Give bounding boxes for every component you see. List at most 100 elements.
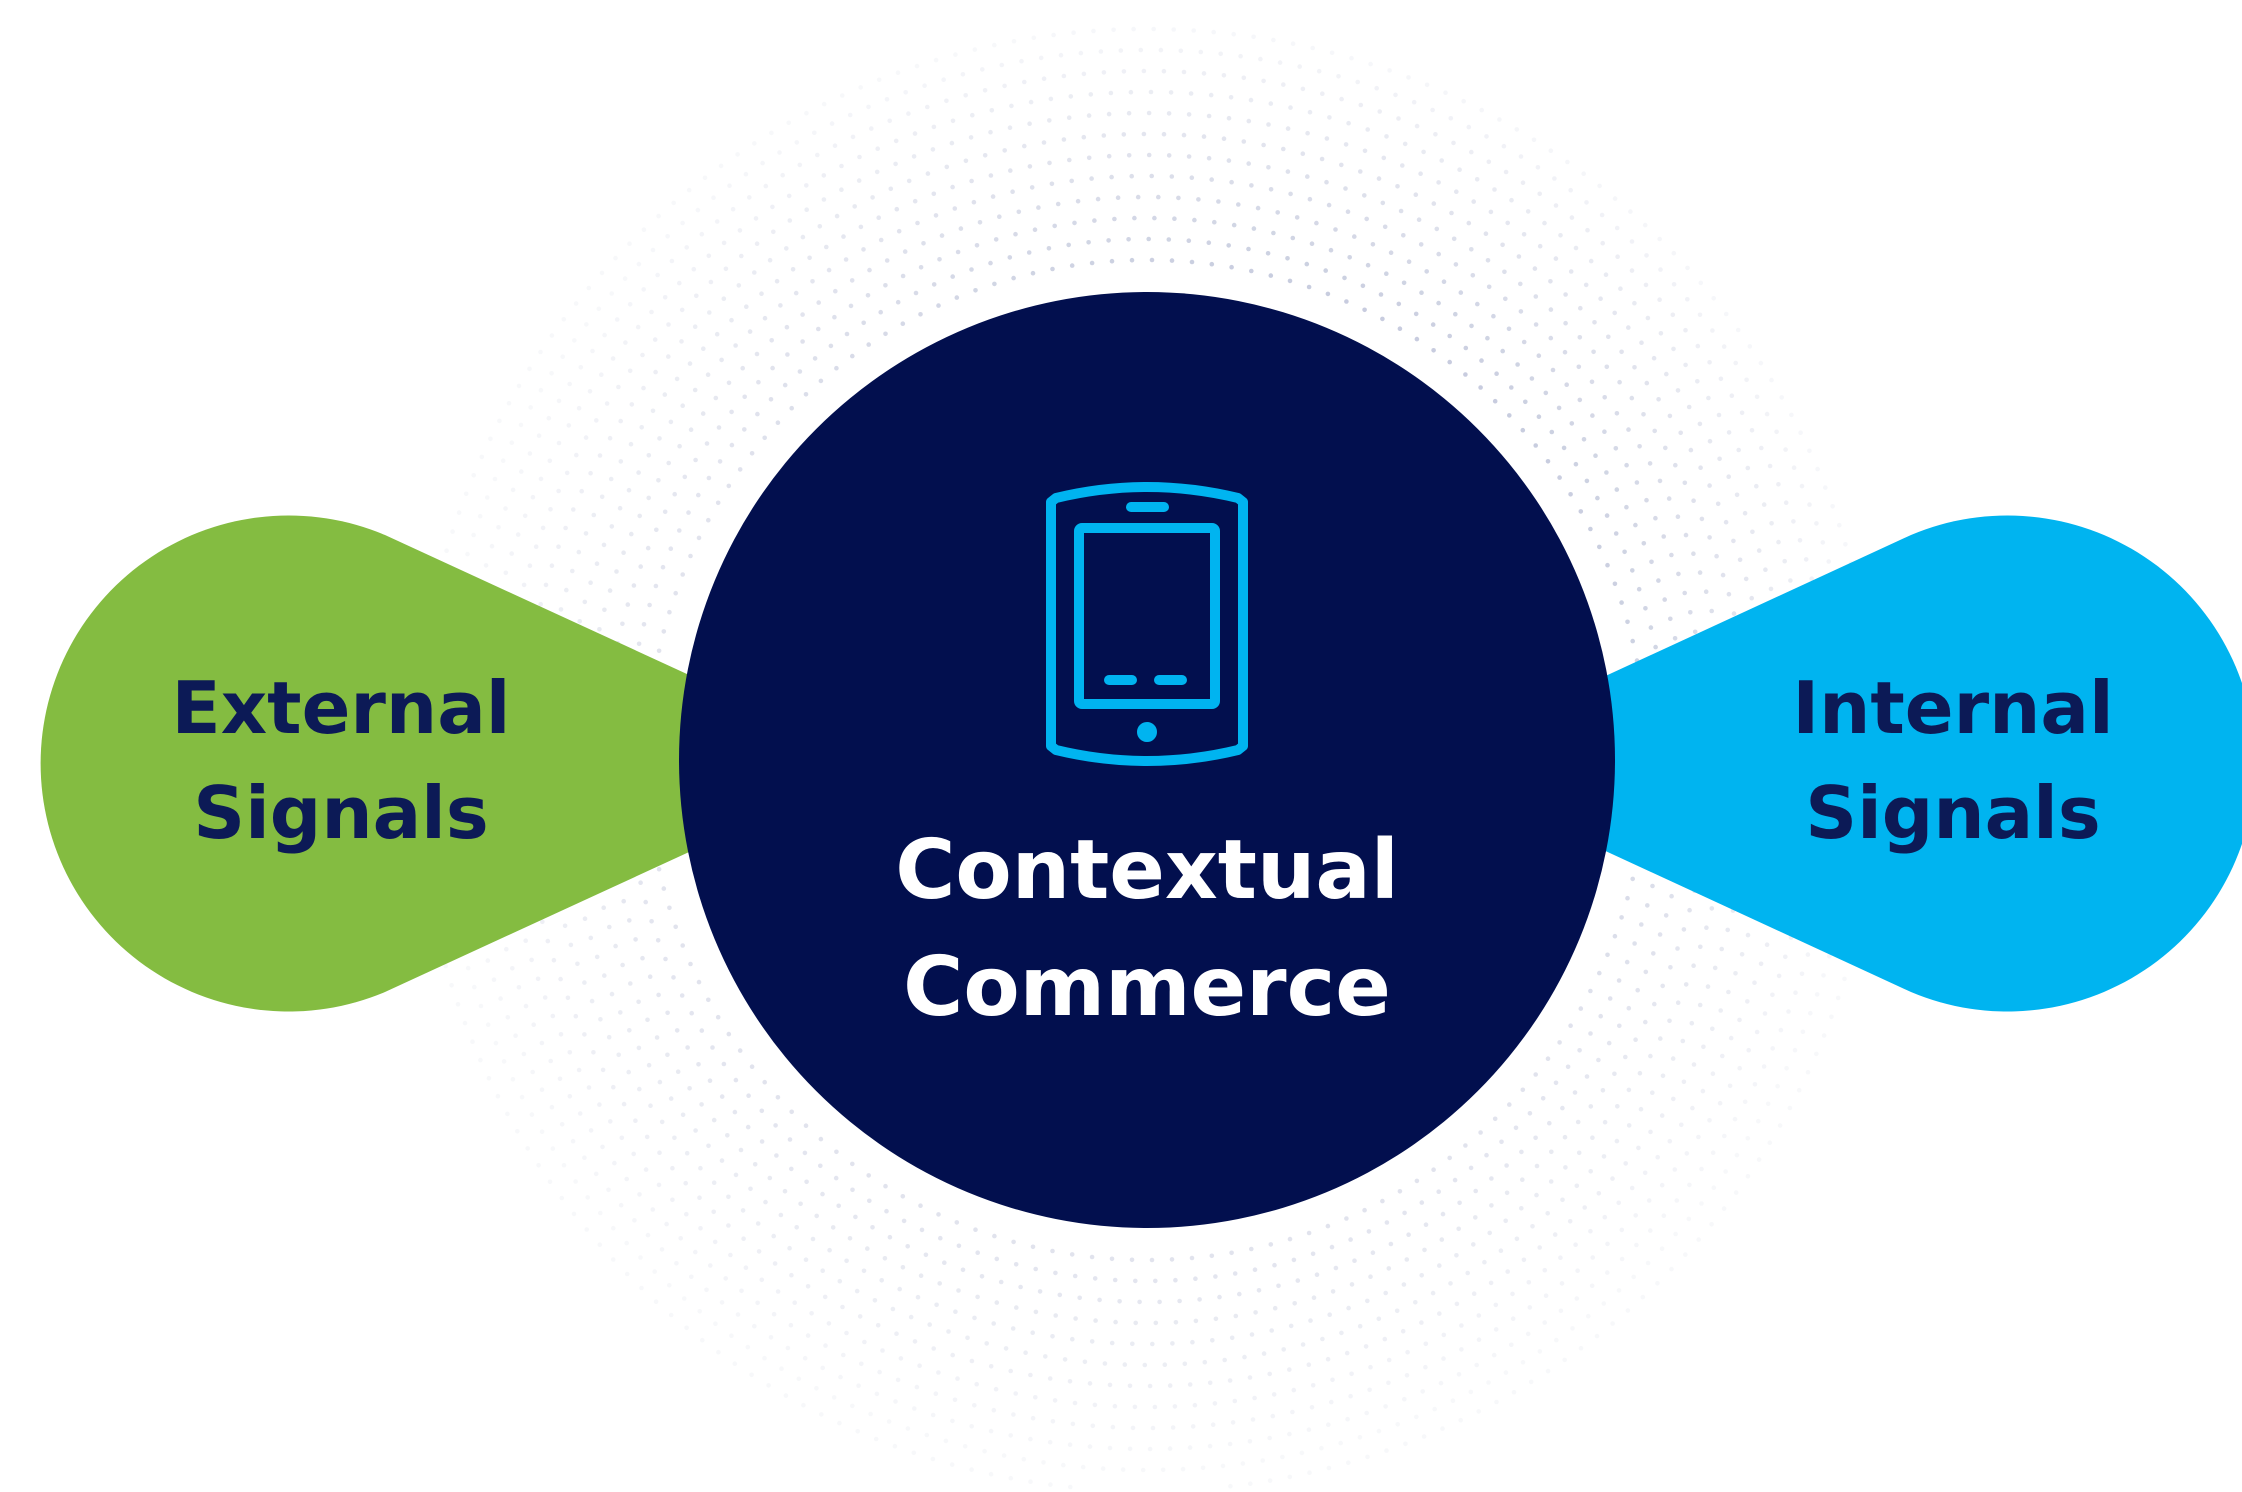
halo-dot <box>636 1045 642 1051</box>
halo-dot <box>1201 134 1207 139</box>
halo-dot <box>627 241 632 246</box>
halo-dot <box>682 474 688 480</box>
halo-dot <box>1723 1169 1728 1174</box>
halo-dot <box>1349 1371 1354 1377</box>
halo-dot <box>622 276 628 281</box>
halo-dot <box>536 433 542 439</box>
halo-dot <box>613 255 618 261</box>
halo-dot <box>1500 348 1505 354</box>
halo-dot <box>576 549 582 555</box>
halo-dot <box>1815 466 1820 472</box>
halo-dot <box>1249 1332 1255 1337</box>
halo-dot <box>698 1165 703 1171</box>
halo-dot <box>1300 86 1306 92</box>
halo-dot <box>1109 1256 1115 1262</box>
halo-dot <box>1294 215 1300 220</box>
halo-dot <box>1368 1274 1373 1279</box>
halo-dot <box>1187 1382 1193 1387</box>
halo-dot <box>1466 220 1472 226</box>
halo-dot <box>997 214 1002 219</box>
halo-dot <box>914 1384 920 1390</box>
halo-dot <box>1776 973 1782 979</box>
halo-dot <box>759 1139 765 1144</box>
halo-dot <box>558 1032 564 1037</box>
halo-dot <box>1640 1294 1646 1300</box>
halo-dot <box>1735 327 1741 333</box>
halo-dot <box>1568 1023 1573 1028</box>
halo-dot <box>1798 430 1803 436</box>
halo-dot <box>1629 239 1635 244</box>
halo-dot <box>1615 254 1620 259</box>
halo-dot <box>1068 94 1074 99</box>
halo-dot <box>571 1211 577 1217</box>
halo-dot <box>726 1223 731 1228</box>
halo-dot <box>749 1064 755 1069</box>
halo-dot <box>918 1273 924 1278</box>
halo-dot <box>1324 136 1330 141</box>
halo-dot <box>712 1239 718 1245</box>
halo-dot <box>1089 1254 1095 1260</box>
halo-dot <box>744 304 749 310</box>
halo-dot <box>1072 220 1077 226</box>
halo-dot <box>1699 1166 1704 1172</box>
halo-dot <box>950 274 955 279</box>
halo-dot <box>1336 74 1341 79</box>
halo-dot <box>1414 336 1420 342</box>
halo-dot <box>542 995 548 1000</box>
halo-dot <box>611 1225 616 1231</box>
halo-dot <box>1695 379 1700 384</box>
halo-dot <box>543 582 549 588</box>
halo-dot <box>1092 1276 1098 1281</box>
halo-dot <box>1727 1083 1733 1089</box>
halo-dot <box>1687 1182 1692 1188</box>
halo-dot <box>1725 927 1730 933</box>
halo-dot <box>1007 125 1013 130</box>
halo-dot <box>1374 85 1379 91</box>
halo-dot <box>1101 133 1107 138</box>
halo-dot <box>1022 143 1027 149</box>
halo-dot <box>723 1276 728 1281</box>
halo-dot <box>1295 1278 1301 1283</box>
halo-dot <box>602 607 607 613</box>
halo-dot <box>1576 364 1582 370</box>
halo-dot <box>1131 26 1136 32</box>
halo-dot <box>1453 311 1458 317</box>
halo-dot <box>1082 1359 1088 1365</box>
halo-dot <box>805 1333 811 1338</box>
halo-dot <box>1133 1278 1138 1284</box>
halo-dot <box>549 371 554 376</box>
internal-signals-node <box>1509 515 2242 1012</box>
halo-dot <box>1835 995 1841 1001</box>
halo-dot <box>1750 529 1755 535</box>
halo-dot <box>820 1268 825 1273</box>
halo-dot <box>918 312 923 317</box>
halo-dot <box>1530 1224 1535 1229</box>
halo-dot <box>787 218 793 223</box>
halo-dot <box>1365 262 1371 268</box>
halo-dot <box>1211 29 1216 35</box>
halo-dot <box>1588 1228 1593 1234</box>
halo-dot <box>918 265 924 270</box>
halo-dot <box>912 1339 918 1344</box>
halo-dot <box>540 919 545 925</box>
halo-dot <box>1011 38 1017 44</box>
halo-dot <box>611 1257 616 1262</box>
halo-dot <box>1745 465 1751 471</box>
halo-dot <box>1476 1337 1482 1342</box>
halo-dot <box>762 435 767 441</box>
halo-dot <box>1448 116 1454 121</box>
halo-dot <box>839 163 844 169</box>
halo-dot <box>1742 1099 1748 1105</box>
halo-dot <box>1222 1357 1227 1363</box>
halo-dot <box>1632 300 1637 306</box>
halo-dot <box>1418 171 1423 176</box>
halo-dot <box>601 905 606 910</box>
halo-dot <box>1626 325 1631 330</box>
halo-dot <box>1720 1053 1725 1059</box>
halo-dot <box>1232 1271 1238 1276</box>
halo-dot <box>745 1124 751 1130</box>
halo-dot <box>547 458 553 464</box>
halo-dot <box>1745 999 1750 1004</box>
halo-dot <box>1115 195 1121 200</box>
halo-dot <box>1197 1297 1202 1302</box>
